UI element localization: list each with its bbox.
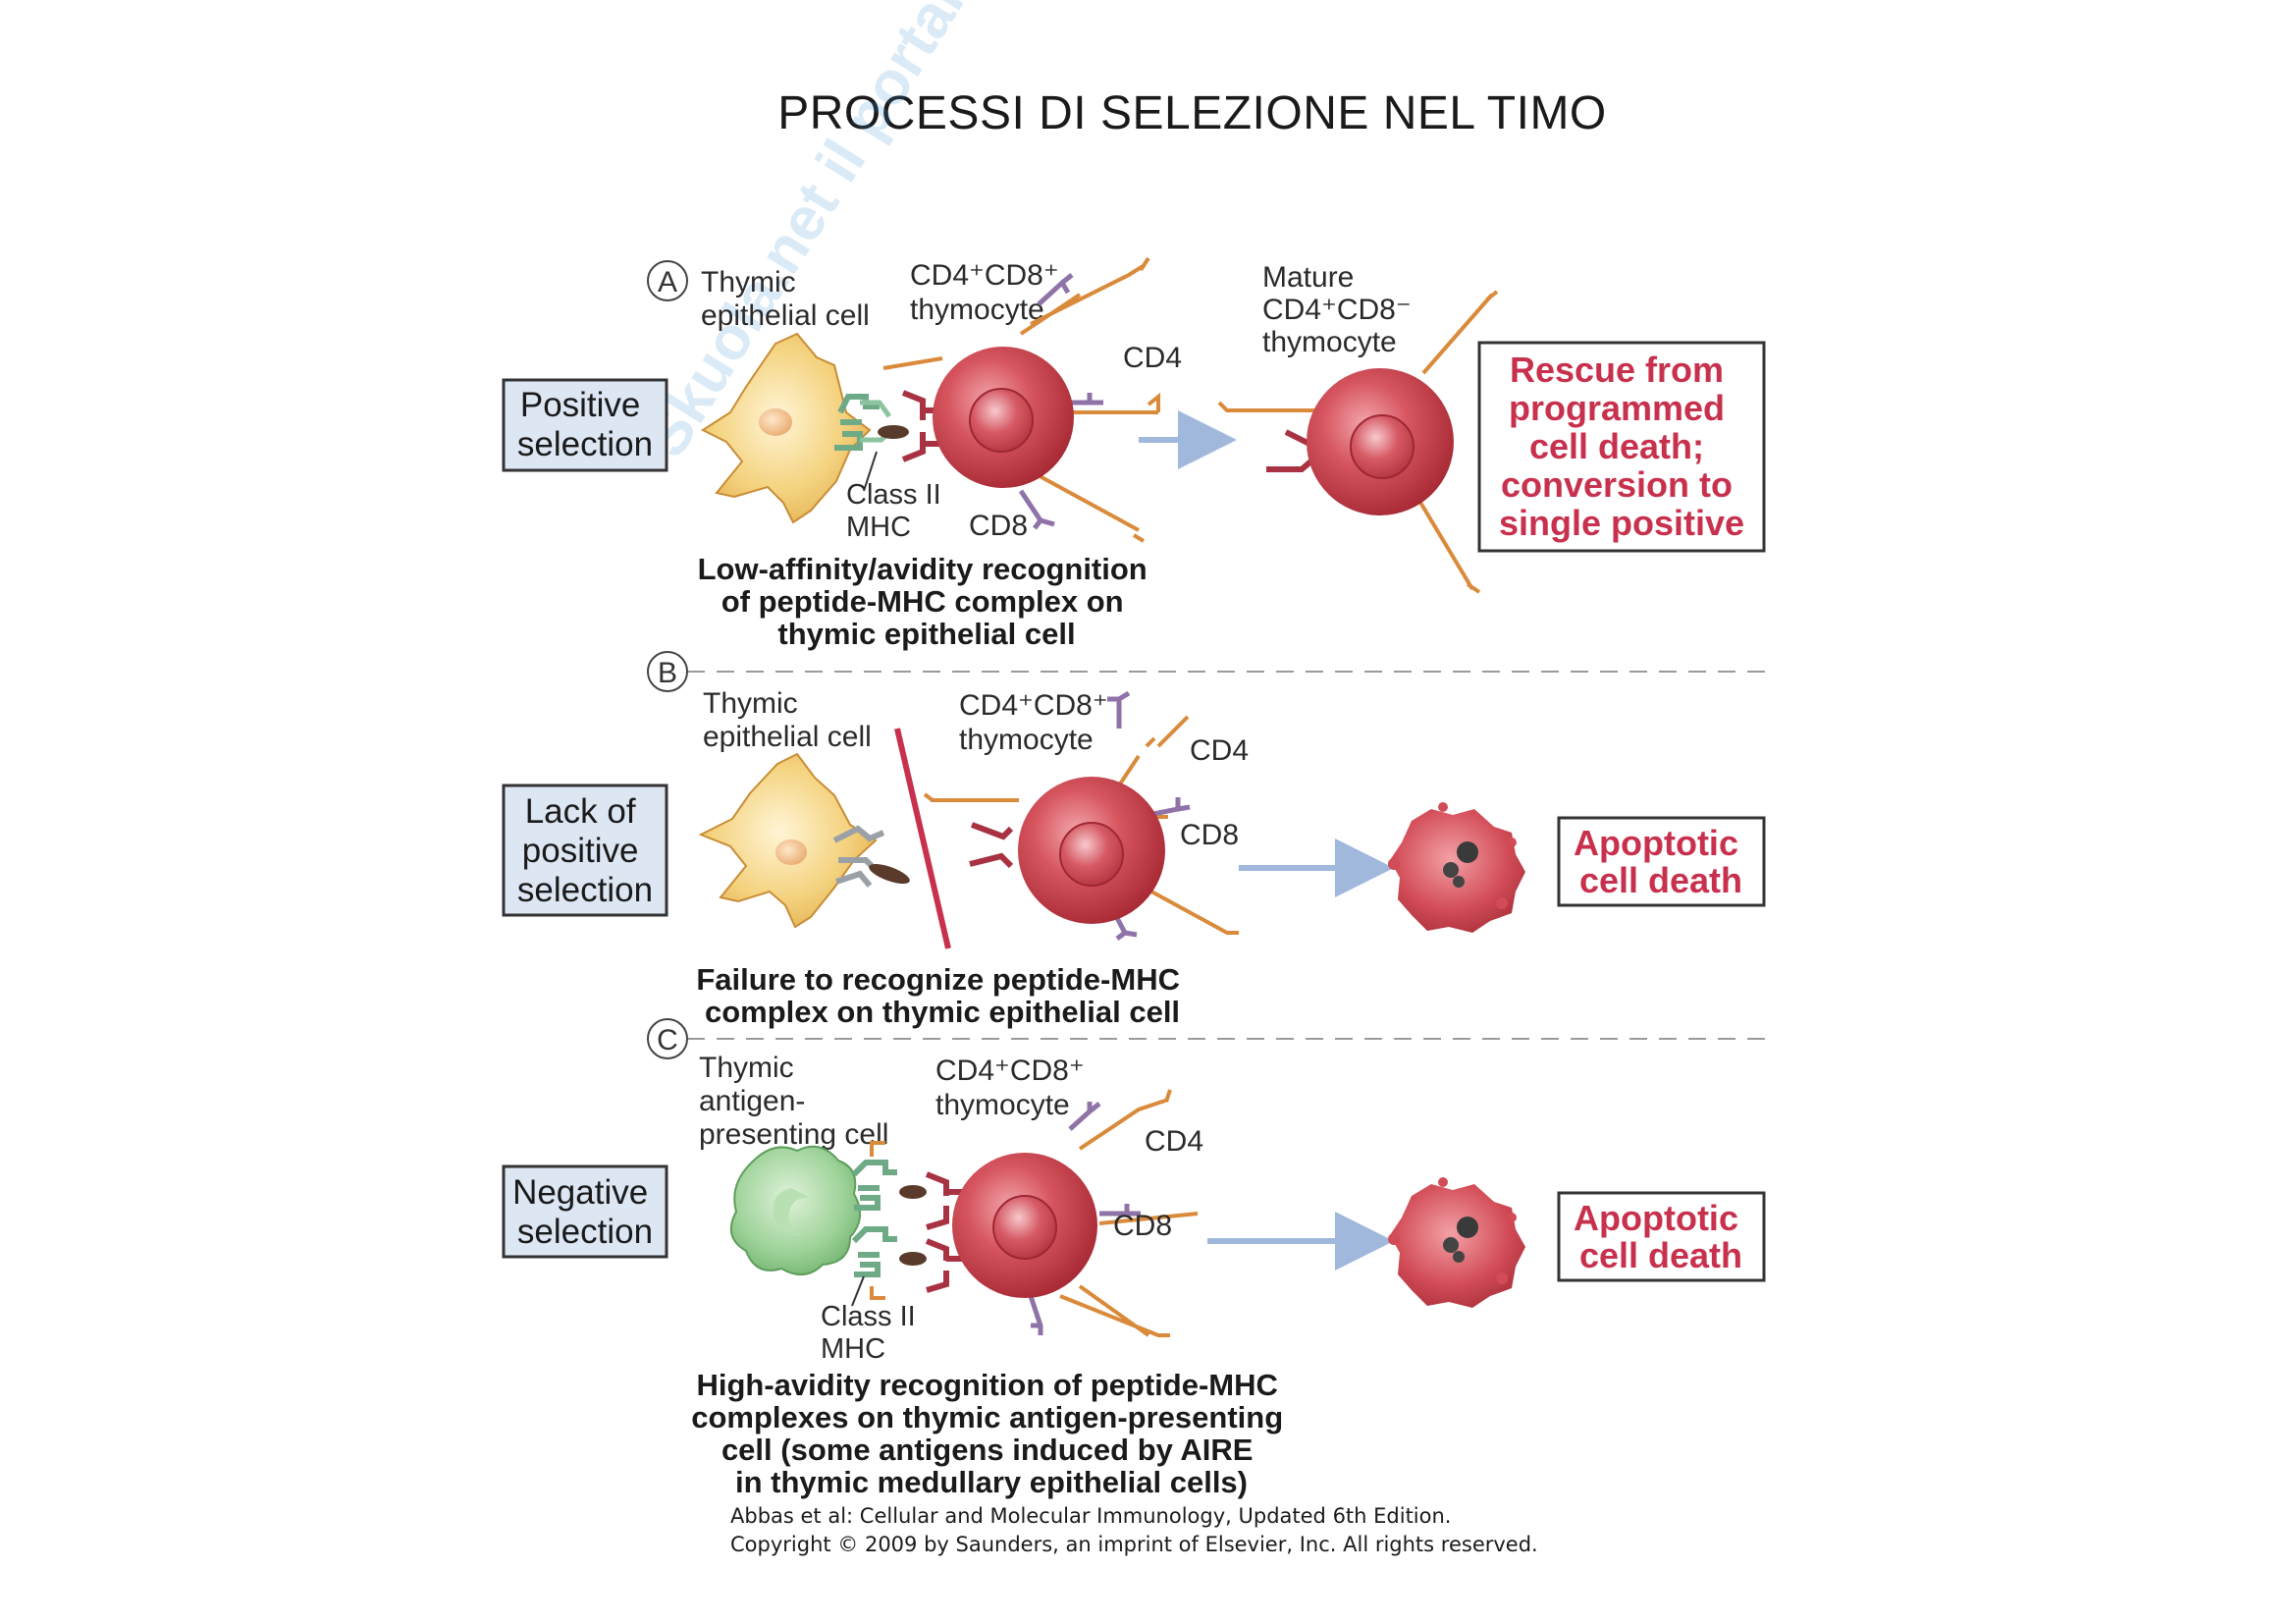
svg-text:Apoptotic cell death: Apoptotic cell death	[1574, 1198, 1748, 1275]
svg-text:Positive selection: Positive selection	[517, 386, 653, 463]
green-cell-icon	[729, 1145, 861, 1275]
row-letter-b: B	[647, 651, 688, 692]
cd8-label: CD8	[1180, 819, 1239, 851]
cd8-label: CD8	[969, 510, 1028, 542]
svg-text:Apoptotic cell death: Apoptotic cell death	[1574, 823, 1748, 900]
cd4-label: CD4	[1190, 734, 1249, 767]
thymic-epithelial-cell-label: Thymic epithelial cell	[703, 687, 872, 753]
figure-credit: Abbas et al: Cellular and Molecular Immu…	[730, 1504, 1538, 1556]
mhc-tcr-complex	[834, 390, 942, 462]
row-title-box: Lack of positive selection	[502, 784, 668, 917]
mhc-tcr-complex	[851, 1141, 962, 1300]
outcome-box: Rescue from programmed cell death; conve…	[1477, 341, 1766, 553]
svg-text:C: C	[657, 1024, 678, 1056]
row-caption: Failure to recognize peptide-MHC complex…	[696, 962, 1188, 1029]
row-lack-of-positive-selection: B Lack of positive selection Thymic epit…	[502, 651, 1766, 1029]
row-positive-selection: A Positive selection Thymic epithelial c…	[502, 256, 1766, 651]
cd4-label: CD4	[1123, 342, 1182, 374]
class-ii-mhc-label: Class II MHC	[846, 479, 949, 543]
thymocyte-label: CD4⁺CD8⁺ thymocyte	[910, 259, 1067, 326]
row-caption: High-avidity recognition of peptide-MHC …	[691, 1368, 1292, 1499]
row-letter-c: C	[647, 1018, 688, 1059]
barrier-line-icon	[894, 728, 951, 949]
row-letter-a: A	[647, 260, 688, 301]
outcome-box: Apoptotic cell death	[1557, 816, 1766, 907]
round-cell-icon	[952, 1089, 1199, 1337]
row-caption: Low-affinity/avidity recognition of pept…	[698, 552, 1156, 651]
fragmented-cell-icon	[1388, 1177, 1525, 1308]
fragmented-cell-icon	[1388, 802, 1525, 933]
svg-text:Lack of positive: Lack of positive selection	[517, 792, 653, 909]
class-ii-mhc-label: Class II MHC	[821, 1301, 924, 1365]
watermark: Skuola.net il portale dello studente	[631, 0, 1223, 468]
svg-text:B: B	[658, 657, 677, 689]
mhc-complex	[832, 825, 910, 888]
mature-thymocyte-label: Mature CD4⁺CD8⁻ thymocyte	[1262, 261, 1419, 358]
page-title: PROCESSI DI SELEZIONE NEL TIMO	[777, 87, 1607, 139]
thymic-epithelial-cell-label: Thymic epithelial cell	[701, 266, 870, 332]
round-cell-icon	[882, 256, 1160, 543]
star-shaped-cell-icon	[698, 752, 878, 929]
row-title-box: Positive selection	[502, 378, 668, 472]
star-shaped-cell-icon	[700, 332, 872, 524]
row-title-box: Negative selection	[502, 1164, 668, 1259]
watermark-text: Skuola.net il portale dello studente	[631, 0, 1223, 468]
thymocyte-label: CD4⁺CD8⁺ thymocyte	[959, 689, 1116, 756]
round-cell-icon	[923, 690, 1239, 941]
round-cell-icon	[1217, 290, 1499, 594]
outcome-box: Apoptotic cell death	[1557, 1191, 1766, 1282]
svg-text:A: A	[658, 266, 677, 298]
thymocyte-label: CD4⁺CD8⁺ thymocyte	[935, 1055, 1093, 1121]
svg-text:Negative selection: Negative selection	[512, 1173, 658, 1251]
cd8-label: CD8	[1113, 1210, 1172, 1242]
thymic-apc-label: Thymic antigen- presenting cell	[699, 1052, 888, 1151]
row-negative-selection: C Negative selection Thymic antigen- pre…	[502, 1018, 1766, 1499]
svg-text:Rescue from programm: Rescue from programmed cell death; conve…	[1499, 350, 1744, 543]
cd4-label: CD4	[1145, 1125, 1203, 1158]
